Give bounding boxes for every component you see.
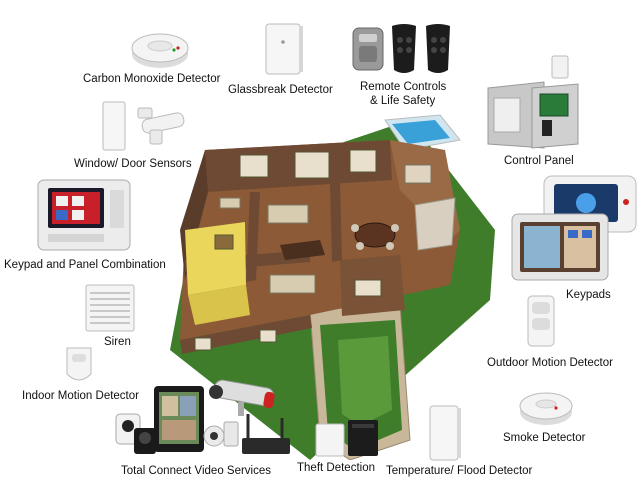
siren-grille-icon	[84, 283, 136, 333]
smoke-detector-icon	[518, 386, 574, 428]
glassbreak-sensor-icon	[264, 22, 304, 78]
contact-sensor-icon	[100, 100, 192, 152]
remote-label-line1: Remote Controls	[360, 81, 447, 93]
window-door-label: Window/ Door Sensors	[74, 158, 192, 170]
smoke-label: Smoke Detector	[503, 432, 586, 444]
keyfob-remote-icon	[350, 22, 460, 76]
theft-label: Theft Detection	[297, 462, 375, 474]
control-panel-box-icon	[484, 54, 584, 150]
camera-and-tablet-icon	[114, 378, 294, 460]
temp-flood-label: Temperature/ Flood Detector	[386, 465, 533, 477]
theft-detector-icon	[314, 418, 380, 458]
video-label: Total Connect Video Services	[121, 465, 272, 477]
glassbreak-label: Glassbreak Detector	[228, 84, 333, 96]
outdoor-motion-label: Outdoor Motion Detector	[487, 357, 613, 369]
remote-label-line2: & Life Safety	[370, 95, 436, 107]
control-panel-label: Control Panel	[504, 155, 574, 167]
touchscreen-keypad-icon	[510, 174, 638, 282]
keypads-label: Keypads	[566, 289, 611, 301]
siren-label: Siren	[104, 336, 131, 348]
indoor-motion-label: Indoor Motion Detector	[22, 390, 139, 402]
co-detector-label: Carbon Monoxide Detector	[83, 73, 221, 85]
motion-sensor-icon	[526, 294, 556, 348]
keypad-panel-label: Keypad and Panel Combination	[4, 259, 166, 271]
flood-sensor-icon	[428, 404, 462, 462]
house-cutaway-illustration	[160, 110, 500, 460]
motion-sensor-icon	[64, 346, 94, 386]
co-detector-icon	[130, 24, 190, 70]
touchscreen-keypad-icon	[36, 178, 132, 252]
